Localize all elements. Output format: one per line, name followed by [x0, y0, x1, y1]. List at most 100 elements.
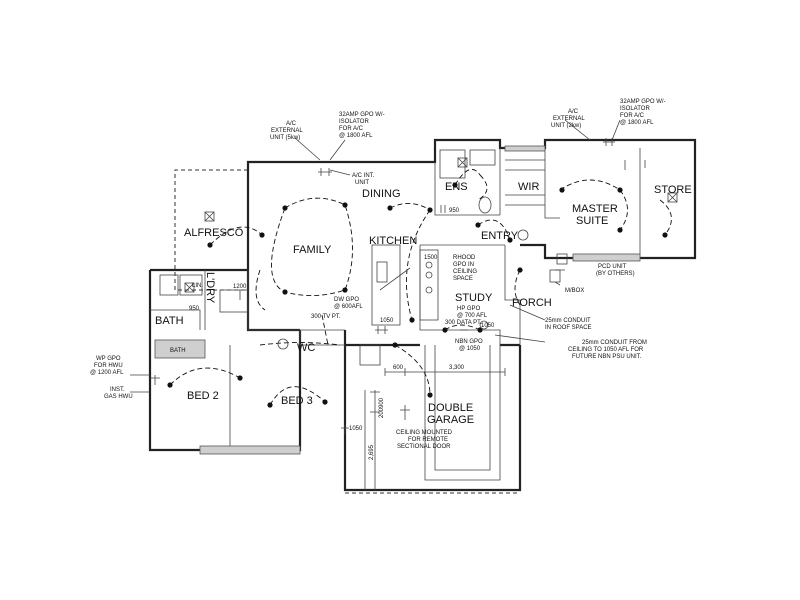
kitchen-bench [371, 244, 401, 326]
note-hp-gpo: HP GPO @ 700 AFL [457, 306, 488, 319]
kitchen-island [419, 249, 439, 321]
svg-text:CEILING TO 1050 AFL FOR: CEILING TO 1050 AFL FOR [568, 347, 644, 353]
dim-600: 600 [393, 365, 404, 371]
svg-text:FUTURE NBN PSU UNIT.: FUTURE NBN PSU UNIT. [572, 354, 642, 360]
light-points [167, 182, 668, 408]
svg-text:@ 700 AFL: @ 700 AFL [457, 313, 488, 319]
note-ceiling-remote: CEILING MOUNTED FOR REMOTE SECTIONAL DOO… [396, 430, 453, 450]
svg-text:HP GPO: HP GPO [457, 306, 481, 312]
svg-text:NBN GPO: NBN GPO [455, 339, 483, 345]
note-ac-external-1: A/C EXTERNAL UNIT (5kw) [270, 121, 303, 141]
dim-950-bath: 950 [189, 306, 200, 312]
room-master-suite-line1: MASTER [572, 203, 618, 215]
svg-text:A/C: A/C [286, 121, 297, 127]
svg-text:SECTIONAL DOOR: SECTIONAL DOOR [397, 444, 451, 450]
svg-text:ISOLATOR: ISOLATOR [339, 119, 369, 125]
walls [148, 138, 697, 492]
pcd-unit [556, 253, 568, 265]
window-bed2 [199, 445, 301, 455]
svg-text:@ 1800 AFL: @ 1800 AFL [620, 120, 654, 126]
ens-shower [439, 149, 466, 179]
note-conduit-roof: 25mm CONDUIT IN ROOF SPACE [545, 318, 592, 331]
svg-text:CEILING MOUNTED: CEILING MOUNTED [396, 430, 453, 436]
svg-text:WP GPO: WP GPO [96, 356, 121, 362]
dim-950-ens: 950 [449, 208, 460, 214]
note-pcd-unit: PCD UNIT (BY OTHERS) [596, 264, 635, 277]
dim-3300: 3,300 [449, 365, 465, 371]
dim-2695: 2,695 [369, 444, 375, 460]
svg-text:RHOOD: RHOOD [453, 255, 476, 261]
room-garage-line1: DOUBLE [428, 402, 473, 414]
svg-text:(BY OTHERS): (BY OTHERS) [596, 271, 635, 277]
dim-1050-study: 1050 [481, 323, 495, 329]
wiring [169, 168, 672, 406]
svg-text:@ 1800 AFL: @ 1800 AFL [339, 133, 373, 139]
room-store: STORE [654, 184, 692, 196]
dim-1200: 1200 [233, 284, 247, 290]
note-gpo-32amp-2: 32AMP GPO W/- ISOLATOR FOR A/C @ 1800 AF… [620, 99, 666, 126]
note-wp-gpo: WP GPO FOR HWU @ 1200 AFL [90, 356, 124, 376]
note-tv-pt: 300 TV PT. [311, 314, 341, 320]
room-bath: BATH [155, 315, 184, 327]
dim-1050-bed: 1050 [349, 426, 363, 432]
svg-text:@ 1050: @ 1050 [459, 346, 481, 352]
note-nbn-gpo: NBN GPO @ 1050 [455, 339, 483, 352]
svg-text:UNIT (5kw): UNIT (5kw) [270, 135, 300, 141]
note-mbox: M/BOX [565, 288, 584, 294]
room-kitchen: KITCHEN [369, 235, 417, 247]
bath-tub-label: BATH [170, 348, 186, 354]
ens-toilet [478, 196, 492, 214]
note-ac-external-2: A/C EXTERNAL UNIT (2kw) [551, 109, 585, 129]
alfresco-outline [174, 169, 248, 291]
note-gpo-32amp-1: 32AMP GPO W/- ISOLATOR FOR A/C @ 1800 AF… [339, 112, 385, 139]
room-ens: ENS [445, 181, 468, 193]
dim-200: 200 [379, 407, 385, 418]
svg-text:EXTERNAL: EXTERNAL [553, 116, 585, 122]
svg-text:32AMP GPO W/-: 32AMP GPO W/- [620, 99, 666, 105]
dim-1050-kitchen: 1050 [380, 318, 394, 324]
svg-text:25mm CONDUIT: 25mm CONDUIT [545, 318, 591, 324]
svg-text:CEILING: CEILING [453, 269, 477, 275]
garage-door-track [424, 345, 501, 481]
room-porch: PORCH [512, 297, 552, 309]
svg-text:GAS HWU: GAS HWU [104, 394, 133, 400]
room-alfresco: ALFRESCO [184, 227, 244, 239]
room-study: STUDY [455, 292, 493, 304]
svg-text:ISOLATOR: ISOLATOR [620, 106, 650, 112]
laundry-tub [219, 289, 249, 313]
window-wir [504, 145, 546, 152]
note-rhood: RHOOD GPO IN CEILING SPACE [453, 255, 477, 282]
svg-text:UNIT: UNIT [355, 180, 369, 186]
room-bed2: BED 2 [187, 390, 219, 402]
note-data-pt: 300 DATA PT. [445, 320, 482, 326]
note-gas-hwu: INST. GAS HWU [104, 387, 133, 400]
svg-text:FOR A/C: FOR A/C [339, 126, 364, 132]
room-ldry: L'DRY [204, 272, 216, 304]
room-lin: LIN. [192, 283, 203, 289]
room-bed3: BED 3 [281, 395, 313, 407]
note-conduit-ceiling: 25mm CONDUIT FROM CEILING TO 1050 AFL FO… [568, 340, 647, 360]
smoke-detector-icon [277, 229, 529, 350]
svg-text:FOR REMOTE: FOR REMOTE [408, 437, 448, 443]
window-master [572, 253, 641, 262]
svg-text:@ 600AFL: @ 600AFL [334, 304, 363, 310]
svg-text:@ 1200 AFL: @ 1200 AFL [90, 370, 124, 376]
room-wc: WC [297, 342, 315, 354]
bath-tub [154, 339, 206, 359]
svg-text:DW GPO: DW GPO [334, 297, 359, 303]
exhaust-fan-icon [184, 157, 678, 293]
meter-box [549, 269, 561, 283]
svg-text:UNIT (2kw): UNIT (2kw) [551, 123, 581, 129]
room-family: FAMILY [293, 244, 332, 256]
gpo-icon [150, 138, 646, 435]
svg-text:INST.: INST. [110, 387, 125, 393]
svg-text:A/C INT.: A/C INT. [352, 173, 375, 179]
room-garage-line2: GARAGE [427, 414, 474, 426]
svg-text:EXTERNAL: EXTERNAL [271, 128, 303, 134]
ceiling-remote-icon [370, 320, 489, 490]
room-dining: DINING [362, 188, 401, 200]
dim-1500: 1500 [424, 255, 438, 261]
svg-text:32AMP GPO W/-: 32AMP GPO W/- [339, 112, 385, 118]
